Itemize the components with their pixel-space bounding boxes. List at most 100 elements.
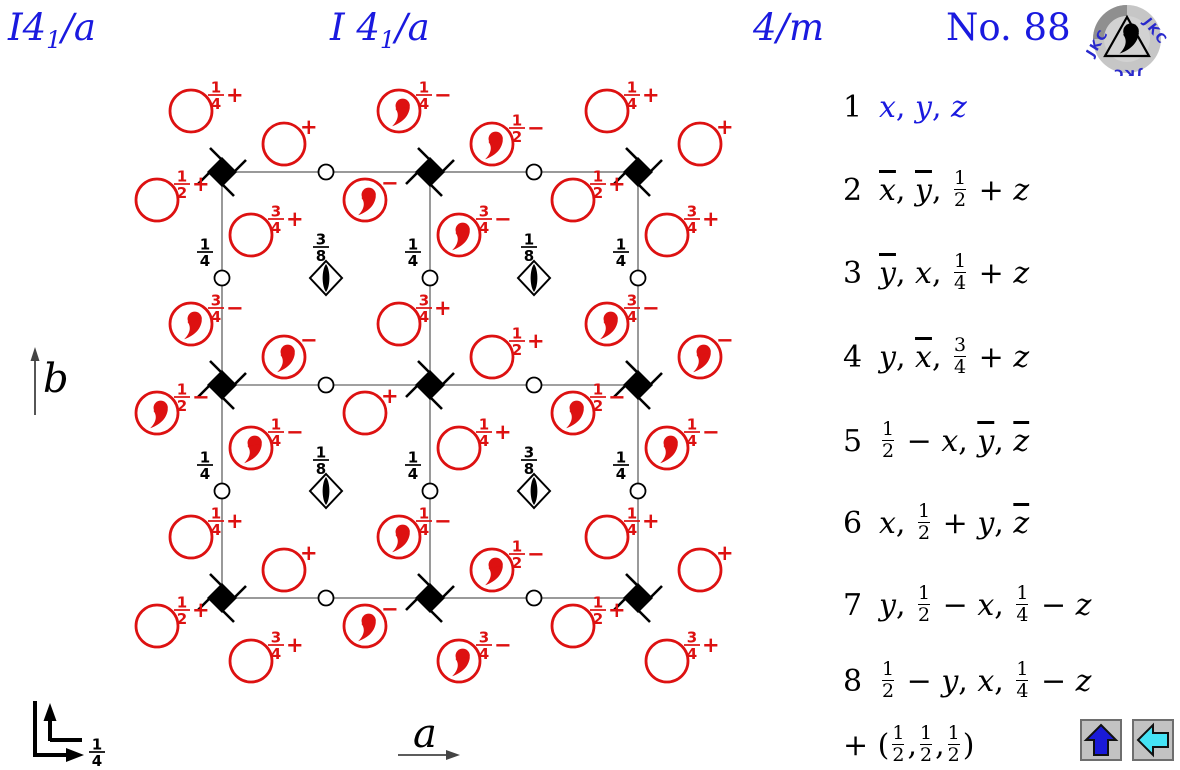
b-axis: b [30,347,69,415]
logo-ring-shade [1093,5,1127,39]
svg-text:4: 4 [419,95,429,113]
svg-text:4: 4 [408,252,418,270]
atom-circle: 1 2+ [134,168,210,223]
svg-text:+: + [494,420,512,444]
svg-text:+: + [300,541,318,565]
jkc-logo[interactable]: JKC JKC JKC [1086,2,1170,76]
svg-text:4: 4 [408,465,418,483]
op-number: 4 [843,339,863,375]
inversion-centre-icon [317,589,335,607]
svg-text:1: 1 [419,79,429,97]
b-axis-label: b [43,356,69,402]
svg-text:1: 1 [524,231,534,249]
inversion-axis-4bar-icon: 3 8 [308,231,344,297]
svg-text:2: 2 [593,184,603,202]
atom-comma-circle: 1 2− [469,112,545,167]
svg-text:3: 3 [687,203,697,221]
inversion-centre-icon [525,589,543,607]
svg-text:−: − [192,385,210,409]
atom-circle: 1 4+ [436,416,512,471]
svg-text:1: 1 [687,416,697,434]
svg-text:3: 3 [479,629,489,647]
svg-text:+: + [642,83,660,107]
atom-comma-circle: 3 4− [436,629,512,684]
atom-circle: + [261,115,318,167]
svg-text:8: 8 [524,247,534,265]
svg-text:4: 4 [479,645,489,663]
svg-text:4: 4 [92,752,102,770]
op-number: 7 [843,587,863,623]
svg-text:−: − [434,83,452,107]
screw-axis-4sub1-icon [405,147,455,197]
svg-text:1: 1 [271,416,281,434]
svg-text:−: − [702,420,720,444]
atom-circle: 1 2+ [550,168,626,223]
svg-text:+: + [300,115,318,139]
svg-text:3: 3 [316,231,326,249]
svg-text:3: 3 [627,292,637,310]
svg-text:1: 1 [200,236,210,254]
title-number: No. 88 [946,6,1071,49]
atom-comma-circle: 3 4− [584,292,660,347]
atom-circle: 1 2+ [469,325,545,380]
svg-text:−: − [381,171,399,195]
atom-comma-circle: 1 4− [228,416,304,471]
svg-text:2: 2 [177,397,187,415]
svg-text:−: − [527,542,545,566]
svg-text:+: + [226,509,244,533]
nav-next-button[interactable] [1132,719,1174,761]
atom-comma-circle: 1 2− [469,538,545,593]
svg-text:+: + [192,172,210,196]
svg-text:1: 1 [593,594,603,612]
svg-text:1: 1 [512,325,522,343]
svg-text:+: + [226,83,244,107]
svg-text:+: + [381,384,399,408]
atom-circle: 1 4+ [168,79,244,134]
op-number: 3 [843,255,863,291]
svg-text:1: 1 [177,594,187,612]
atom-circle: 3 4+ [644,629,720,684]
title-hm-symbol: I41/a [8,6,96,54]
svg-text:2: 2 [512,554,522,572]
svg-text:4: 4 [627,95,637,113]
inversion-centre-quarter-icon: 1 4 [613,236,647,287]
atom-comma-circle: − [677,328,734,380]
svg-text:+: + [702,633,720,657]
atom-circle: 3 4+ [644,203,720,258]
origin-height-symbol: 1 4 [33,701,105,770]
svg-text:1: 1 [92,736,102,754]
svg-text:4: 4 [627,521,637,539]
svg-text:1: 1 [593,381,603,399]
svg-text:−: − [716,328,734,352]
svg-text:2: 2 [177,184,187,202]
atom-comma-circle: 1 4− [376,79,452,134]
svg-text:4: 4 [271,219,281,237]
atom-comma-circle: 1 4− [376,505,452,560]
svg-text:3: 3 [211,292,221,310]
svg-text:+: + [642,509,660,533]
atom-circle: + [261,541,318,593]
svg-text:+: + [192,598,210,622]
atom-circle: + [342,384,399,436]
svg-text:−: − [226,296,244,320]
svg-text:4: 4 [271,645,281,663]
a-axis: a [398,711,460,760]
svg-text:−: − [434,509,452,533]
svg-text:4: 4 [627,308,637,326]
right-arrow-icon [1136,722,1169,758]
svg-text:−: − [527,116,545,140]
nav-up-button[interactable] [1080,719,1122,761]
atom-circle: + [677,541,734,593]
op-number: 6 [843,505,863,541]
svg-text:4: 4 [479,432,489,450]
screw-axis-4sub1-icon [613,147,663,197]
atom-comma-circle: − [342,597,399,649]
atom-comma-circle: 1 4− [644,416,720,471]
svg-text:3: 3 [524,444,534,462]
inversion-centre-icon [525,376,543,394]
